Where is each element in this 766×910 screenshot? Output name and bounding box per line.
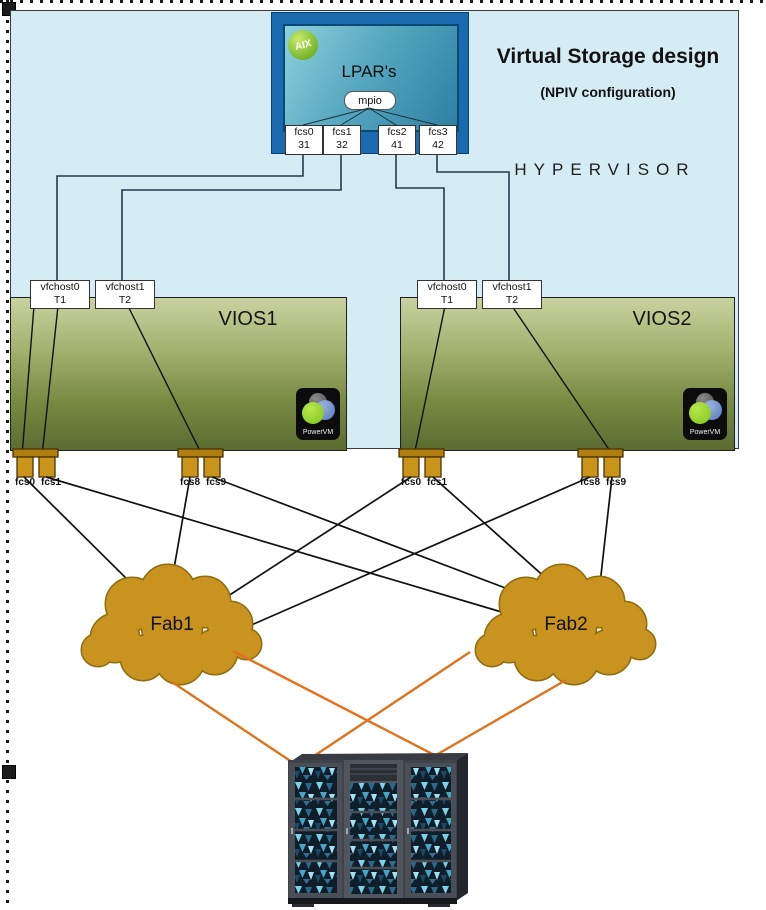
selection-dotted-top (0, 0, 766, 3)
vios1-port-label-fcs8: fcs8 (179, 477, 200, 488)
vios2-vfchost1-box: vfchost1 T2 (482, 280, 542, 309)
vios1-port-label-fcs0: fcs0 (14, 477, 35, 488)
adapter-box-fcs2: fcs2 41 (378, 125, 416, 155)
vios2-port-label-fcs1: fcs1 (426, 477, 447, 488)
adapter-name: fcs0 (294, 126, 314, 138)
diagram-title: Virtual Storage design (496, 45, 720, 68)
adapter-box-fcs3: fcs3 42 (419, 125, 457, 155)
vios1-port-group-b (177, 448, 224, 478)
vios2-port-group-b (577, 448, 624, 478)
hypervisor-label: HYPERVISOR (514, 160, 696, 179)
vios1-name: VIOS1 (218, 308, 278, 330)
powervm-logo-vios1: PowerVM (296, 388, 340, 440)
powervm-green-circle-icon (689, 402, 711, 424)
fc-ports (12, 448, 624, 478)
vfchost-name: vfchost1 (492, 281, 532, 293)
fabric-label-fab2: Fab2 (544, 614, 588, 635)
powervm-logo-text: PowerVM (689, 429, 721, 436)
vios2-name: VIOS2 (632, 308, 692, 330)
adapter-id: 31 (298, 139, 310, 151)
vios2-port-label-fcs9: fcs9 (605, 477, 626, 488)
vios2-port-label-fcs8: fcs8 (579, 477, 600, 488)
storage-array (288, 753, 468, 907)
selection-handle-middle-left[interactable] (2, 765, 16, 779)
vios1-port-label-fcs1: fcs1 (40, 477, 61, 488)
powervm-green-circle-icon (302, 402, 324, 424)
adapter-id: 32 (336, 139, 348, 151)
vfchost-port: T2 (118, 294, 132, 306)
vios2-port-group-a (398, 448, 445, 478)
lpar-label: LPAR's (341, 62, 397, 81)
vfchost-name: vfchost0 (40, 281, 80, 293)
adapter-id: 41 (391, 139, 403, 151)
vfchost-port: T1 (440, 294, 454, 306)
diagram-subtitle: (NPIV configuration) (540, 84, 676, 100)
vios1-port-label-fcs9: fcs9 (205, 477, 226, 488)
vios2-port-label-fcs0: fcs0 (400, 477, 421, 488)
fabric-links (23, 476, 613, 631)
aix-logo-icon: AIX (288, 30, 318, 60)
adapter-id: 42 (432, 139, 444, 151)
vios1-vfchost1-box: vfchost1 T2 (95, 280, 155, 309)
powervm-logo-text: PowerVM (302, 429, 334, 436)
powervm-logo-vios2: PowerVM (683, 388, 727, 440)
fabric-label-fab1: Fab1 (150, 614, 194, 635)
vfchost-name: vfchost0 (427, 281, 467, 293)
selection-dotted-left (6, 0, 9, 910)
storage-links (171, 649, 567, 767)
vios2-vfchost0-box: vfchost0 T1 (417, 280, 477, 309)
adapter-name: fcs1 (332, 126, 352, 138)
adapter-name: fcs3 (428, 126, 448, 138)
aix-logo-text: AIX (293, 37, 313, 53)
vfchost-port: T2 (505, 294, 519, 306)
adapter-box-fcs1: fcs1 32 (323, 125, 361, 155)
vfchost-port: T1 (53, 294, 67, 306)
vios1-port-group-a (12, 448, 59, 478)
door-section-separators (295, 797, 451, 870)
adapter-box-fcs0: fcs0 31 (285, 125, 323, 155)
adapter-name: fcs2 (387, 126, 407, 138)
mpio-node: mpio (344, 91, 396, 110)
vfchost-name: vfchost1 (105, 281, 145, 293)
vios1-vfchost0-box: vfchost0 T1 (30, 280, 90, 309)
